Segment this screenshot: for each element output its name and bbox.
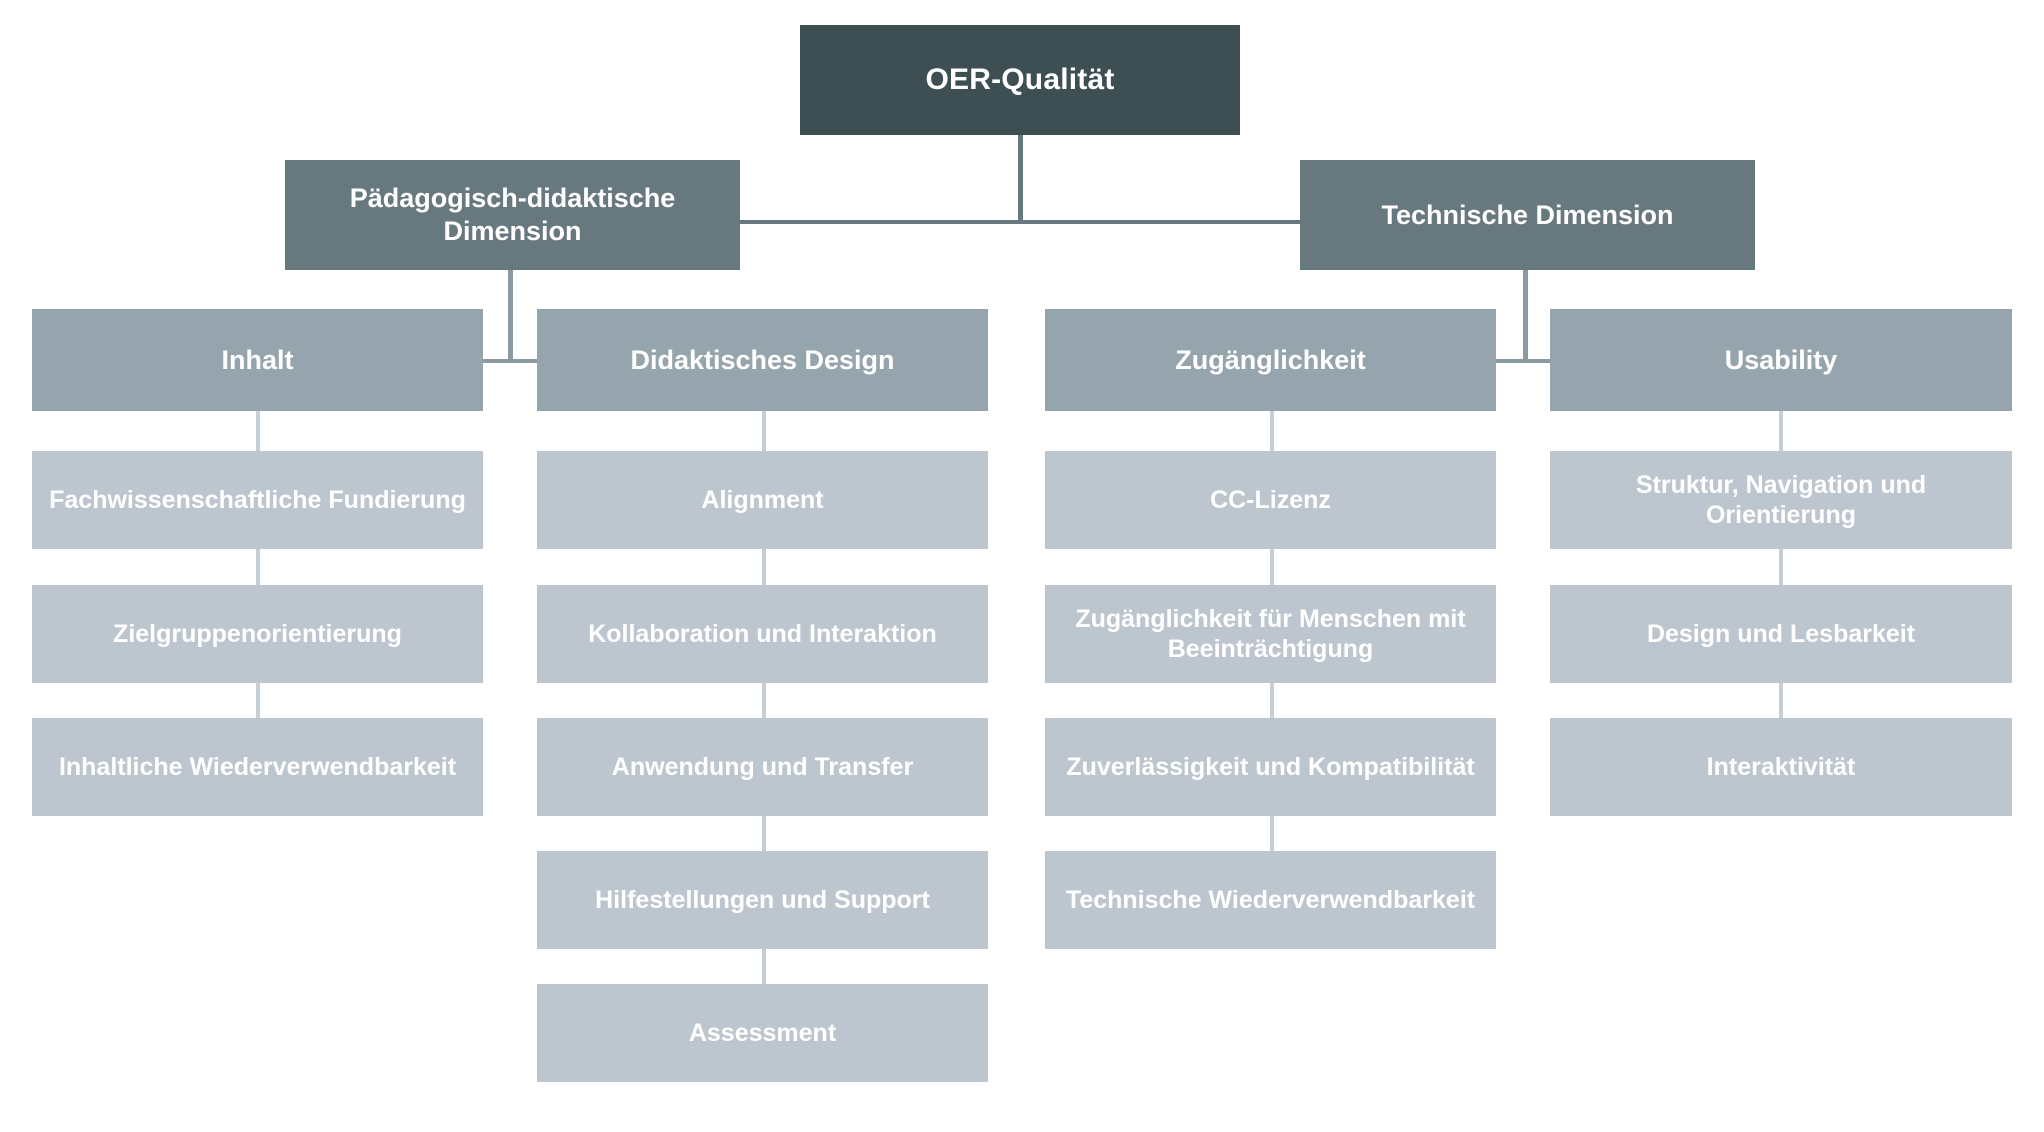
connector-root-to-left-dimension <box>738 220 1020 224</box>
node-criterion-label: Struktur, Navigation und Orientierung <box>1635 470 1927 530</box>
node-dimension-label: Technische Dimension <box>1381 199 1674 230</box>
connector-root-to-right-dimension <box>1020 220 1302 224</box>
connector-left-dimension-vertical <box>508 268 513 363</box>
node-criterion-zuverlaessigkeit-und-kompatibilitaet[interactable]: Zuverlässigkeit und Kompatibilität <box>1045 718 1496 816</box>
node-criterion-struktur-navigation-und-orientierung[interactable]: Struktur, Navigation und Orientierung <box>1550 451 2012 549</box>
connector-zugaenglichkeit-3 <box>1270 681 1274 719</box>
connector-right-dimension-to-zugaenglichkeit <box>1473 359 1528 363</box>
connector-didaktisches-design-1 <box>762 410 766 452</box>
node-criterion-label: Design und Lesbarkeit <box>1646 619 1916 648</box>
connector-inhalt-2 <box>256 548 260 586</box>
connector-usability-1 <box>1779 410 1783 452</box>
node-dimension-label: Pädagogisch-didaktische Dimension <box>349 183 676 246</box>
node-criterion-design-und-lesbarkeit[interactable]: Design und Lesbarkeit <box>1550 585 2012 683</box>
node-root-label: OER-Qualität <box>925 62 1115 96</box>
node-criterion-hilfestellungen-und-support[interactable]: Hilfestellungen und Support <box>537 851 988 949</box>
node-criterion-label: Kollaboration und Interaktion <box>588 619 937 648</box>
node-dimension-technische[interactable]: Technische Dimension <box>1300 160 1755 270</box>
node-criterion-label: Fachwissenschaftliche Fundierung <box>49 485 466 514</box>
node-dimension-paedagogisch-didaktische[interactable]: Pädagogisch-didaktische Dimension <box>285 160 740 270</box>
connector-didaktisches-design-3 <box>762 681 766 719</box>
node-criterion-label: Zielgruppenorientierung <box>113 619 402 648</box>
node-criterion-label: Hilfestellungen und Support <box>595 885 930 914</box>
node-criterion-inhaltliche-wiederverwendbarkeit[interactable]: Inhaltliche Wiederverwendbarkeit <box>32 718 483 816</box>
connector-zugaenglichkeit-1 <box>1270 410 1274 452</box>
node-criterion-label: Anwendung und Transfer <box>611 752 914 781</box>
node-root-oer-qualitaet[interactable]: OER-Qualität <box>800 25 1240 135</box>
node-criterion-zugaenglichkeit-fuer-menschen-mit-beeintraechtigung[interactable]: Zugänglichkeit für Menschen mit Beeinträ… <box>1045 585 1496 683</box>
connector-inhalt-3 <box>256 681 260 719</box>
node-criterion-label: Assessment <box>688 1018 837 1047</box>
connector-zugaenglichkeit-2 <box>1270 548 1274 586</box>
node-criterion-technische-wiederverwendbarkeit[interactable]: Technische Wiederverwendbarkeit <box>1045 851 1496 949</box>
node-category-label: Didaktisches Design <box>630 344 895 375</box>
node-criterion-label: Alignment <box>701 485 824 514</box>
node-criterion-label: Inhaltliche Wiederverwendbarkeit <box>58 752 457 781</box>
node-criterion-label: Technische Wiederverwendbarkeit <box>1065 885 1476 914</box>
connector-didaktisches-design-5 <box>762 947 766 985</box>
node-criterion-kollaboration-und-interaktion[interactable]: Kollaboration und Interaktion <box>537 585 988 683</box>
connector-right-dimension-vertical <box>1523 268 1528 363</box>
node-criterion-fachwissenschaftliche-fundierung[interactable]: Fachwissenschaftliche Fundierung <box>32 451 483 549</box>
node-criterion-label: CC-Lizenz <box>1210 485 1331 514</box>
node-category-didaktisches-design[interactable]: Didaktisches Design <box>537 309 988 411</box>
node-category-usability[interactable]: Usability <box>1550 309 2012 411</box>
node-criterion-label: Interaktivität <box>1706 752 1856 781</box>
connector-didaktisches-design-4 <box>762 814 766 852</box>
connector-usability-2 <box>1779 548 1783 586</box>
node-criterion-interaktivitaet[interactable]: Interaktivität <box>1550 718 2012 816</box>
node-criterion-alignment[interactable]: Alignment <box>537 451 988 549</box>
node-criterion-label: Zuverlässigkeit und Kompatibilität <box>1066 752 1475 781</box>
node-criterion-cc-lizenz[interactable]: CC-Lizenz <box>1045 451 1496 549</box>
connector-didaktisches-design-2 <box>762 548 766 586</box>
node-category-zugaenglichkeit[interactable]: Zugänglichkeit <box>1045 309 1496 411</box>
node-category-label: Usability <box>1724 344 1838 375</box>
connector-inhalt-1 <box>256 410 260 452</box>
node-category-inhalt[interactable]: Inhalt <box>32 309 483 411</box>
connector-usability-3 <box>1779 681 1783 719</box>
node-criterion-anwendung-und-transfer[interactable]: Anwendung und Transfer <box>537 718 988 816</box>
node-criterion-label: Zugänglichkeit für Menschen mit Beeinträ… <box>1075 604 1466 664</box>
connector-left-dimension-to-inhalt <box>458 359 513 363</box>
node-criterion-assessment[interactable]: Assessment <box>537 984 988 1082</box>
connector-zugaenglichkeit-4 <box>1270 814 1274 852</box>
node-category-label: Inhalt <box>221 344 294 375</box>
node-category-label: Zugänglichkeit <box>1175 344 1366 375</box>
connector-root-vertical <box>1018 133 1023 224</box>
node-criterion-zielgruppenorientierung[interactable]: Zielgruppenorientierung <box>32 585 483 683</box>
